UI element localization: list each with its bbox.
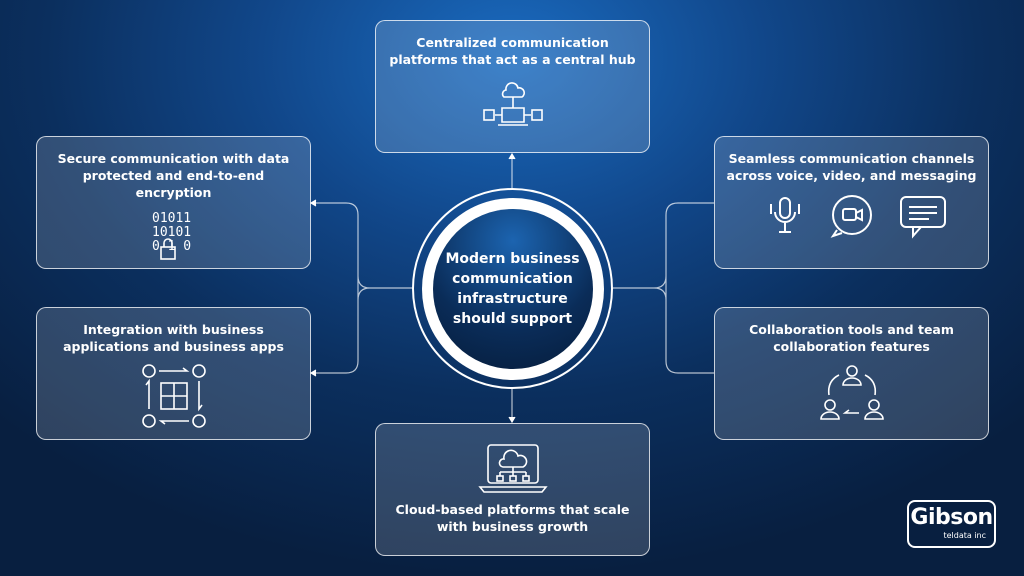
- card-collaboration: Collaboration tools and team collaborati…: [714, 307, 989, 440]
- gears-puzzle-icon: [141, 364, 206, 428]
- card-text: Secure communication with data protected…: [57, 151, 290, 200]
- svg-text:01011: 01011: [152, 211, 191, 226]
- central-hub-circle: Modern business communication infrastruc…: [412, 188, 613, 389]
- card-secure-communication: Secure communication with data protected…: [36, 136, 311, 269]
- logo-subtitle: teldata inc: [943, 531, 986, 540]
- card-text: Collaboration tools and team collaborati…: [749, 322, 954, 354]
- hub-ring: Modern business communication infrastruc…: [421, 197, 604, 380]
- card-cloud-platforms: Cloud-based platforms that scale with bu…: [375, 423, 650, 556]
- microphone-video-chat-icons: [769, 195, 946, 239]
- central-hub-icon: [482, 82, 543, 126]
- card-integration: Integration with business applications a…: [36, 307, 311, 440]
- hub-text: Modern business communication infrastruc…: [432, 208, 593, 369]
- card-text: Seamless communication channels across v…: [726, 151, 977, 183]
- gibson-logo: Gibson teldata inc: [907, 500, 996, 548]
- team-collaboration-icon: [819, 365, 884, 420]
- logo-name: Gibson: [910, 505, 993, 530]
- svg-text:10101: 10101: [152, 225, 191, 240]
- card-text: Cloud-based platforms that scale with bu…: [395, 502, 630, 534]
- cloud-laptop-icon: [477, 444, 548, 493]
- card-text: Integration with business applications a…: [63, 322, 284, 354]
- card-seamless-channels: Seamless communication channels across v…: [714, 136, 989, 269]
- card-text: Centralized communication platforms that…: [389, 35, 636, 67]
- card-centralized-platforms: Centralized communication platforms that…: [375, 20, 650, 153]
